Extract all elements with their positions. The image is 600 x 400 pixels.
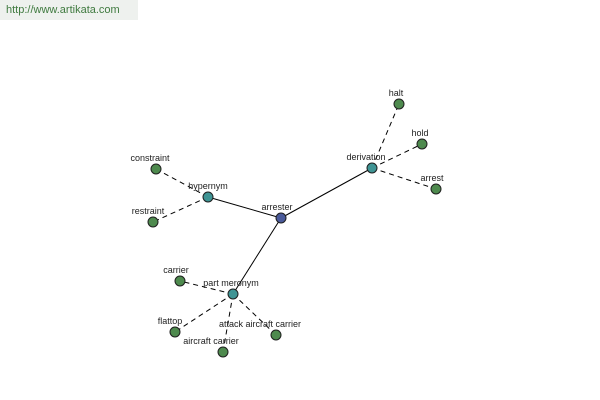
node-label-attack-aircraft-carrier[interactable]: attack aircraft carrier: [219, 319, 301, 329]
node-label-hypernym[interactable]: hypernym: [188, 181, 228, 191]
node-flattop[interactable]: [169, 326, 181, 338]
edge-derivation-hold: [371, 143, 423, 169]
edge-arrester-part-meronym: [232, 217, 282, 295]
node-label-derivation[interactable]: derivation: [346, 152, 385, 162]
node-halt[interactable]: [393, 98, 405, 110]
node-label-part-meronym[interactable]: part meronym: [203, 278, 259, 288]
node-hold[interactable]: [416, 138, 428, 150]
node-arrest[interactable]: [430, 183, 442, 195]
node-label-arrest[interactable]: arrest: [420, 173, 444, 183]
node-constraint[interactable]: [150, 163, 162, 175]
node-label-hold[interactable]: hold: [411, 128, 428, 138]
node-carrier[interactable]: [174, 275, 186, 287]
graph-labels: arrester derivation hypernym part meronym ha…: [130, 88, 444, 346]
node-label-restraint[interactable]: restraint: [132, 206, 165, 216]
node-label-arrester[interactable]: arrester: [261, 202, 292, 212]
edge-part-meronym-flattop: [174, 293, 234, 333]
node-hypernym[interactable]: [202, 191, 214, 203]
node-aircraft-carrier[interactable]: [217, 346, 229, 358]
graph-edges: [152, 103, 437, 353]
edge-part-meronym-aircraft-carrier: [222, 293, 234, 353]
node-label-flattop[interactable]: flattop: [158, 316, 183, 326]
node-label-halt[interactable]: halt: [389, 88, 404, 98]
node-label-constraint[interactable]: constraint: [130, 153, 170, 163]
node-attack-aircraft-carrier[interactable]: [270, 329, 282, 341]
node-restraint[interactable]: [147, 216, 159, 228]
edge-hypernym-constraint: [155, 168, 209, 198]
edge-part-meronym-attack-aircraft-carrier: [232, 293, 277, 336]
edge-part-meronym-carrier: [179, 280, 234, 295]
edge-hypernym-restraint: [152, 196, 209, 223]
node-derivation[interactable]: [366, 162, 378, 174]
edge-derivation-arrest: [371, 167, 437, 190]
site-url[interactable]: http://www.artikata.com: [0, 0, 138, 20]
graph-nodes: [147, 98, 442, 358]
edge-derivation-halt: [371, 103, 400, 169]
node-label-aircraft-carrier[interactable]: aircraft carrier: [183, 336, 239, 346]
node-arrester[interactable]: [275, 212, 287, 224]
node-part-meronym[interactable]: [227, 288, 239, 300]
node-label-carrier[interactable]: carrier: [163, 265, 189, 275]
edge-arrester-derivation: [280, 167, 373, 219]
edge-arrester-hypernym: [207, 196, 282, 219]
